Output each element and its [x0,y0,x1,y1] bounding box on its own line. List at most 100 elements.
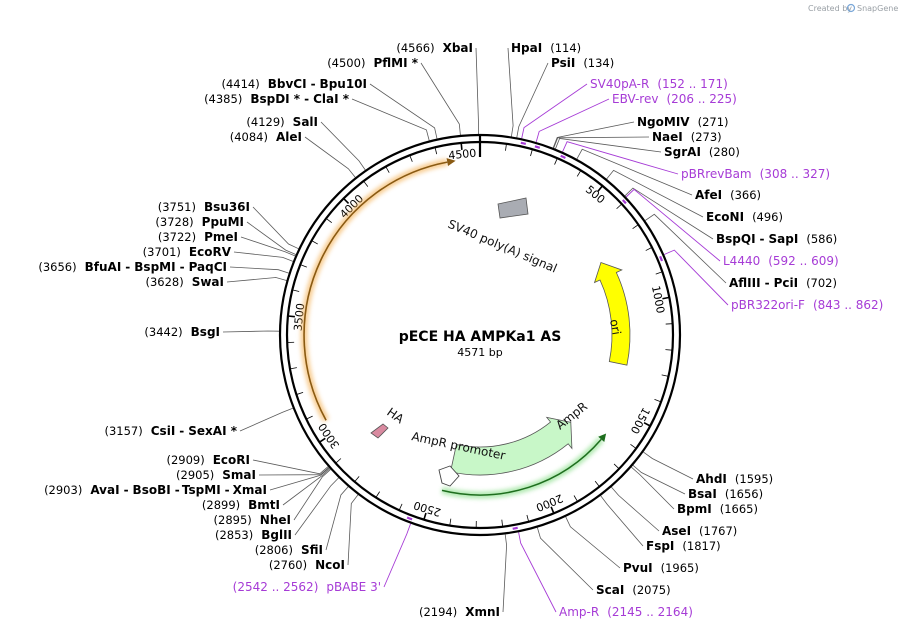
label-text: PsiI(134) [551,56,614,70]
site-label[interactable]: PvuI(1965) [623,561,699,575]
label-text: (2806) SfiI [255,543,323,557]
site-label[interactable]: PsiI(134) [551,56,614,70]
leader-line [624,187,714,240]
site-label[interactable]: AflIII-PciI(702) [729,276,837,290]
label-name: XbaI [443,41,473,55]
site-label[interactable]: NgoMIV(271) [637,115,729,129]
site-label[interactable]: BpmI(1665) [677,502,758,516]
label-text: (3722)PmeI [158,230,238,244]
site-label[interactable]: (2905)SmaI [176,468,256,482]
label-name: AhdI [696,472,727,486]
label-name: NheI [260,513,291,527]
site-label[interactable]: (2903)AvaI-BsoBI-TspMI-XmaI [44,483,267,497]
site-label[interactable]: EcoNI(496) [706,210,783,224]
label-text: AseI(1767) [662,524,737,538]
label-text: Amp-R(2145 .. 2164) [559,605,693,619]
site-label[interactable]: BsaI (1656) [688,487,763,501]
site-label[interactable]: AfeI(366) [695,188,761,202]
site-label[interactable]: (3722)PmeI [158,230,238,244]
leader-line [644,213,727,284]
snapgene-credit: Created by SnapGene [808,3,898,13]
label-text: EBV-rev(206 .. 225) [612,92,737,106]
site-label[interactable]: (3157)CsiI-SexAI * [105,424,238,438]
site-label[interactable]: (3656)BfuAI-BspMI-PaqCI [38,260,227,274]
label-text: (2895)NheI [214,513,291,527]
site-label[interactable]: AseI(1767) [662,524,737,538]
leader-line [632,464,686,495]
label-text: (2905)SmaI [176,468,256,482]
label-text: (2899)BmtI [202,498,280,512]
ampr-promoter-arrow [438,465,460,487]
leader-line [239,407,293,432]
label-name: SfiI [301,543,323,557]
site-label[interactable]: (4385)BspDI *-ClaI * [204,92,350,106]
site-label[interactable]: (3728)PpuMI [155,215,244,229]
primer-label[interactable]: L4440(592 .. 609) [723,254,839,268]
site-label[interactable]: (4566) XbaI [396,41,473,55]
primer-label[interactable]: Amp-R(2145 .. 2164) [559,605,693,619]
site-label[interactable]: ScaI(2075) [596,583,671,597]
primer-label[interactable]: SV40pA-R(152 .. 171) [590,77,728,91]
site-label[interactable]: SgrAI(280) [664,145,740,159]
label-position: (4566) [396,41,434,55]
feature-ampr[interactable]: AmpR [450,399,590,476]
label-position: (2909) [166,453,204,467]
label-position: (308 .. 327) [760,167,830,181]
primer-label[interactable]: pBR322ori-F(843 .. 862) [731,298,883,312]
tick-label: 4500 [448,147,477,163]
leader-line [252,459,329,475]
site-label[interactable]: (3751)Bsu36I [158,200,250,214]
site-label[interactable]: NaeI(273) [652,130,722,144]
site-label[interactable]: FspI(1817) [646,539,721,553]
primer-marks [406,141,664,530]
site-label[interactable]: (4129)SalI [246,115,318,129]
site-label[interactable]: (4084)AleI [230,130,302,144]
feature-ori[interactable]: ori [593,262,631,366]
label-name: ScaI [596,583,624,597]
label-text: EcoNI(496) [706,210,783,224]
site-label[interactable]: (3701)EcoRV [143,245,232,259]
site-label[interactable]: (4500)PflMI * [327,56,419,70]
site-label[interactable]: (2899)BmtI [202,498,280,512]
label-name: - [304,92,309,106]
label-text: (2903)AvaI-BsoBI-TspMI-XmaI [44,483,267,497]
site-label[interactable]: (2853)BglII [215,528,292,542]
tick-mark [550,506,555,514]
site-label[interactable]: BspQI-SapI(586) [716,232,837,246]
site-label[interactable]: (4414)BbvCI-Bpu10I [221,77,367,91]
site-label[interactable]: (2909)EcoRI [166,453,250,467]
label-position: (843 .. 862) [813,298,883,312]
label-position: (2806) [255,543,293,557]
tick-mark [597,185,604,192]
leader-line [576,148,693,196]
feature-sv40-polya[interactable]: SV40 poly(A) signal [446,197,559,276]
feature-ha[interactable]: HA [370,405,407,439]
site-label[interactable]: HpaI(114) [511,41,581,55]
label-position: (496) [752,210,783,224]
site-label[interactable]: (3628)SwaI [145,275,224,289]
primer-label[interactable]: pBRrevBam(308 .. 327) [681,167,830,181]
site-label[interactable]: (2895)NheI [214,513,291,527]
tick-mark [292,289,300,292]
primer-label[interactable]: EBV-rev(206 .. 225) [612,92,737,106]
site-label[interactable]: AhdI(1595) [696,472,773,486]
tick-mark [665,349,673,351]
orf-arc-line [303,161,448,421]
leader-line [516,62,549,138]
site-label[interactable]: (2806) SfiI [255,543,323,557]
leader-line [233,251,294,262]
tick-mark [501,519,504,527]
label-text: (4414)BbvCI-Bpu10I [221,77,367,91]
ori-arrow [593,262,631,366]
primer-label[interactable]: (2542 .. 2562)pBABE 3' [233,580,381,594]
label-position: (1656) [725,487,763,501]
site-label[interactable]: (3442)BsgI [144,325,220,339]
site-label[interactable]: (2194)XmnI [419,605,500,619]
tick-mark [363,180,369,187]
site-label[interactable]: (2760)NcoI [269,558,345,572]
label-name: BsaI [688,487,717,501]
label-text: SV40pA-R(152 .. 171) [590,77,728,91]
leader-line [240,236,296,257]
leader-line [507,47,514,137]
